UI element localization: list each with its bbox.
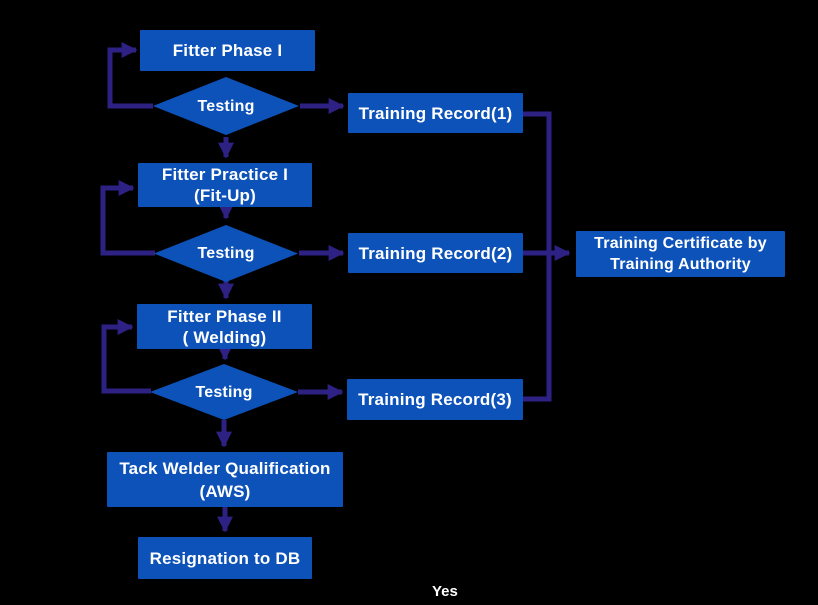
node-label: Training Authority — [610, 256, 751, 273]
node-label: Tack Welder Qualification — [119, 458, 331, 478]
node-label: Training Certificate by — [594, 235, 767, 252]
node-label: Resignation to DB — [149, 548, 301, 568]
node-fitter-phase-1: Fitter Phase I — [140, 30, 315, 71]
node-label: Testing — [197, 97, 255, 115]
node-fitter-phase-2: Fitter Phase II ( Welding) — [137, 304, 312, 349]
node-training-certificate: Training Certificate by Training Authori… — [576, 231, 785, 277]
node-label: Training Record(1) — [358, 103, 513, 123]
node-label: Training Record(3) — [358, 390, 512, 409]
node-label: (AWS) — [199, 481, 251, 501]
node-label: Fitter Phase I — [172, 41, 283, 60]
node-label: Fitter Practice I — [161, 165, 289, 184]
node-training-record-1: Training Record(1) — [348, 93, 523, 133]
node-label: ( Welding) — [182, 327, 267, 347]
node-label: Fitter Phase II — [167, 306, 282, 326]
connector-testing2-loop-to-fitter-practice-1 — [100, 179, 155, 256]
node-label: Training Record(2) — [358, 243, 513, 263]
connector-testing1-loop-to-fitter-phase-1 — [107, 41, 153, 109]
node-training-record-3: Training Record(3) — [347, 379, 523, 420]
connector-testing3-loop-to-fitter-phase-2 — [101, 318, 151, 394]
connector-training-records-bus — [523, 111, 552, 402]
node-label: (Fit-Up) — [193, 186, 256, 205]
node-label: Testing — [195, 383, 253, 401]
edge-label-yes: Yes — [432, 583, 458, 600]
node-resignation-to-db: Resignation to DB — [138, 537, 312, 579]
node-tack-welder-qualification: Tack Welder Qualification (AWS) — [107, 452, 343, 507]
node-fitter-practice-1: Fitter Practice I (Fit-Up) — [138, 163, 312, 207]
node-label: Testing — [197, 245, 255, 262]
node-training-record-2: Training Record(2) — [348, 233, 523, 273]
